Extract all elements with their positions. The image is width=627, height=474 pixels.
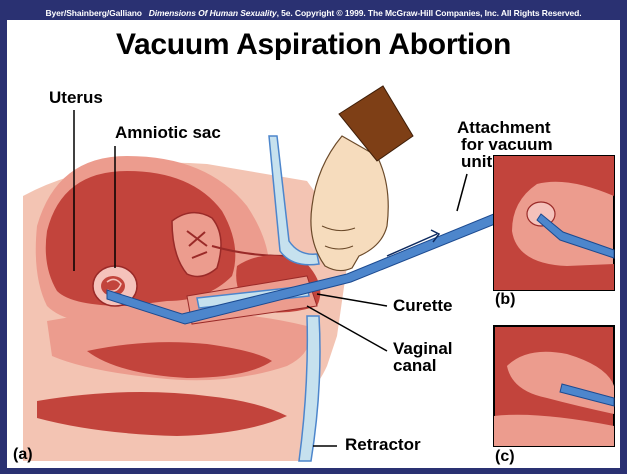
label-attachment-line3: unit	[461, 153, 492, 170]
label-vaginal-line2: canal	[393, 357, 436, 374]
main-cross-section	[23, 86, 505, 461]
label-amniotic-sac: Amniotic sac	[115, 124, 221, 141]
inset-b	[494, 156, 614, 290]
leader-attachment	[457, 174, 467, 211]
panel-label-a: (a)	[13, 446, 33, 464]
label-retractor: Retractor	[345, 436, 421, 453]
inset-c	[494, 326, 614, 446]
label-attachment-line1: Attachment	[457, 119, 551, 136]
label-curette: Curette	[393, 297, 453, 314]
panel-label-c: (c)	[495, 448, 515, 466]
label-uterus: Uterus	[49, 89, 103, 106]
label-vaginal-line1: Vaginal	[393, 340, 453, 357]
panel-label-b: (b)	[495, 291, 515, 309]
figure-frame: Byer/Shainberg/Galliano Dimensions Of Hu…	[7, 6, 620, 468]
illustration	[7, 6, 620, 468]
label-attachment-line2: for vacuum	[461, 136, 553, 153]
